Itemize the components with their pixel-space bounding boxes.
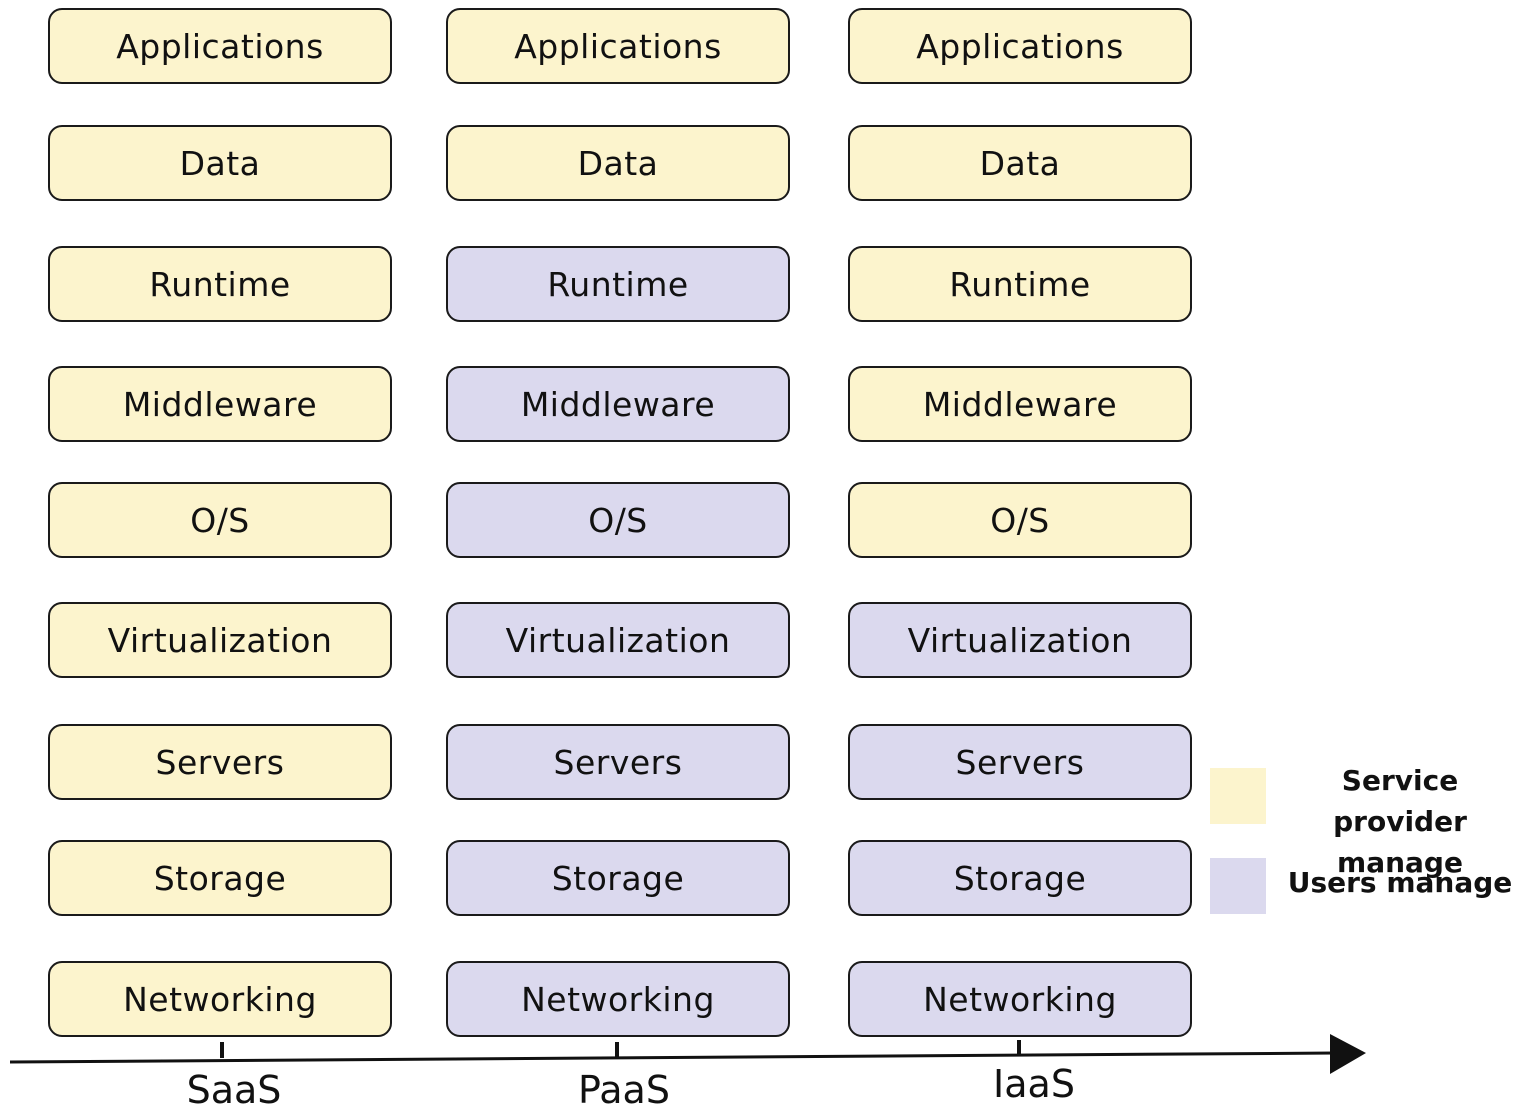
- paas-layer-middleware: Middleware: [446, 366, 790, 442]
- legend-swatch-service-provider: [1210, 768, 1266, 824]
- legend-label-users: Users manage: [1287, 866, 1513, 899]
- saas-layer-virtualization: Virtualization: [48, 602, 392, 678]
- saas-layer-data: Data: [48, 125, 392, 201]
- paas-layer-storage: Storage: [446, 840, 790, 916]
- iaas-layer-o-s: O/S: [848, 482, 1192, 558]
- iaas-layer-virtualization: Virtualization: [848, 602, 1192, 678]
- saas-layer-o-s: O/S: [48, 482, 392, 558]
- iaas-layer-data: Data: [848, 125, 1192, 201]
- legend-label-service-provider: Service provider manage: [1333, 764, 1467, 879]
- paas-layer-data: Data: [446, 125, 790, 201]
- paas-layer-applications: Applications: [446, 8, 790, 84]
- iaas-layer-runtime: Runtime: [848, 246, 1192, 322]
- saas-layer-middleware: Middleware: [48, 366, 392, 442]
- axis-line: [9, 1051, 1337, 1064]
- legend-swatch-users: [1210, 858, 1266, 914]
- paas-layer-servers: Servers: [446, 724, 790, 800]
- paas-layer-o-s: O/S: [446, 482, 790, 558]
- paas-layer-runtime: Runtime: [446, 246, 790, 322]
- axis-label-paas: PaaS: [578, 1068, 670, 1112]
- iaas-layer-networking: Networking: [848, 961, 1192, 1037]
- axis-arrowhead: [1330, 1034, 1366, 1074]
- saas-layer-runtime: Runtime: [48, 246, 392, 322]
- axis-label-iaas: IaaS: [993, 1062, 1075, 1106]
- iaas-layer-storage: Storage: [848, 840, 1192, 916]
- paas-layer-virtualization: Virtualization: [446, 602, 790, 678]
- saas-layer-applications: Applications: [48, 8, 392, 84]
- iaas-layer-middleware: Middleware: [848, 366, 1192, 442]
- axis-label-saas: SaaS: [186, 1068, 282, 1112]
- iaas-layer-servers: Servers: [848, 724, 1192, 800]
- paas-layer-networking: Networking: [446, 961, 790, 1037]
- iaas-layer-applications: Applications: [848, 8, 1192, 84]
- saas-layer-storage: Storage: [48, 840, 392, 916]
- saas-layer-servers: Servers: [48, 724, 392, 800]
- saas-layer-networking: Networking: [48, 961, 392, 1037]
